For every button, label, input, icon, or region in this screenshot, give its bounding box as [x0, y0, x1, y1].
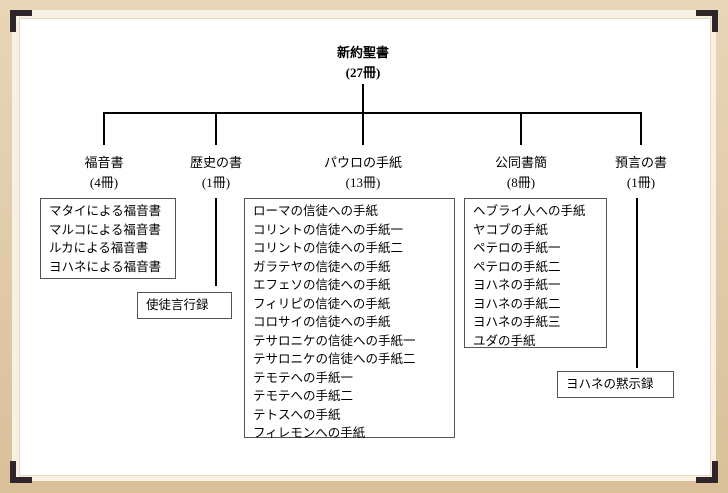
book-item: フィレモンへの手紙: [253, 425, 366, 440]
book-item: ヘブライ人への手紙: [473, 203, 586, 218]
category-prophecy: 預言の書 (1冊): [615, 154, 667, 192]
book-item: コリントの信徒への手紙二: [253, 240, 404, 255]
book-item: テトスへの手紙: [253, 406, 341, 422]
book-item: ルカによる福音書: [49, 240, 149, 255]
gospels-box: マタイによる福音書 マルコによる福音書 ルカによる福音書 ヨハネによる福音書: [40, 198, 176, 279]
book-item: ヨハネの手紙二: [473, 295, 561, 311]
book-item: コリントの信徒への手紙一: [253, 221, 404, 237]
category-history: 歴史の書 (1冊): [190, 154, 242, 192]
connector: [636, 198, 638, 368]
book-item: マルコによる福音書: [49, 221, 161, 237]
category-name: パウロの手紙: [323, 156, 403, 171]
book-item: マタイによる福音書: [49, 203, 162, 218]
book-item: ガラテヤの信徒への手紙: [253, 258, 391, 274]
root-count: (27冊): [345, 65, 381, 80]
general-epistles-box: ヘブライ人への手紙 ヤコブの手紙 ペテロの手紙一 ペテロの手紙二 ヨハネの手紙一…: [464, 198, 607, 348]
corner-ornament: [10, 461, 32, 483]
book-item: ペテロの手紙二: [473, 258, 561, 274]
history-box: 使徒言行録: [137, 292, 232, 319]
book-item: ユダの手紙: [473, 332, 536, 348]
book-item: 使徒言行録: [146, 297, 209, 312]
book-item: フィリピの信徒への手紙: [253, 295, 391, 311]
book-item: テモテへの手紙二: [253, 388, 354, 403]
category-name: 歴史の書: [189, 156, 243, 171]
book-item: ヤコブの手紙: [473, 221, 549, 237]
book-item: コロサイの信徒への手紙: [253, 314, 391, 329]
book-item: テサロニケの信徒への手紙一: [253, 332, 416, 348]
connector: [640, 112, 642, 145]
book-item: ヨハネの手紙三: [473, 314, 561, 329]
book-item: ヨハネの手紙一: [473, 277, 561, 292]
connector: [362, 84, 364, 113]
book-item: ヨハネによる福音書: [49, 258, 162, 274]
book-item: テモテへの手紙一: [253, 369, 354, 385]
book-item: ペテロの手紙一: [473, 240, 561, 255]
connector: [103, 112, 105, 145]
book-item: エフェソの信徒への手紙: [253, 277, 391, 292]
category-count: (1冊): [626, 175, 656, 190]
connector: [520, 112, 522, 145]
book-item: ローマの信徒への手紙: [253, 203, 379, 218]
connector: [103, 112, 642, 114]
book-item: ヨハネの黙示録: [566, 376, 654, 391]
connector: [215, 198, 217, 286]
category-count: (1冊): [201, 175, 231, 190]
prophecy-box: ヨハネの黙示録: [557, 371, 674, 398]
connector: [362, 112, 364, 145]
root-title: 新約聖書: [336, 46, 390, 61]
category-name: 公同書簡: [494, 156, 548, 171]
connector: [215, 112, 217, 145]
root-node: 新約聖書 (27冊): [337, 44, 389, 82]
category-count: (13冊): [345, 175, 381, 190]
corner-ornament: [696, 461, 718, 483]
category-paul: パウロの手紙 (13冊): [324, 154, 402, 192]
category-gospels: 福音書 (4冊): [84, 154, 123, 192]
category-general: 公同書簡 (8冊): [495, 154, 547, 192]
category-name: 福音書: [84, 156, 124, 171]
category-count: (8冊): [506, 175, 536, 190]
corner-ornament: [10, 10, 32, 32]
category-count: (4冊): [89, 175, 119, 190]
paul-box: ローマの信徒への手紙 コリントの信徒への手紙一 コリントの信徒への手紙二 ガラテ…: [244, 198, 455, 440]
corner-ornament: [696, 10, 718, 32]
category-name: 預言の書: [614, 156, 668, 171]
book-item: テサロニケの信徒への手紙二: [253, 351, 416, 366]
